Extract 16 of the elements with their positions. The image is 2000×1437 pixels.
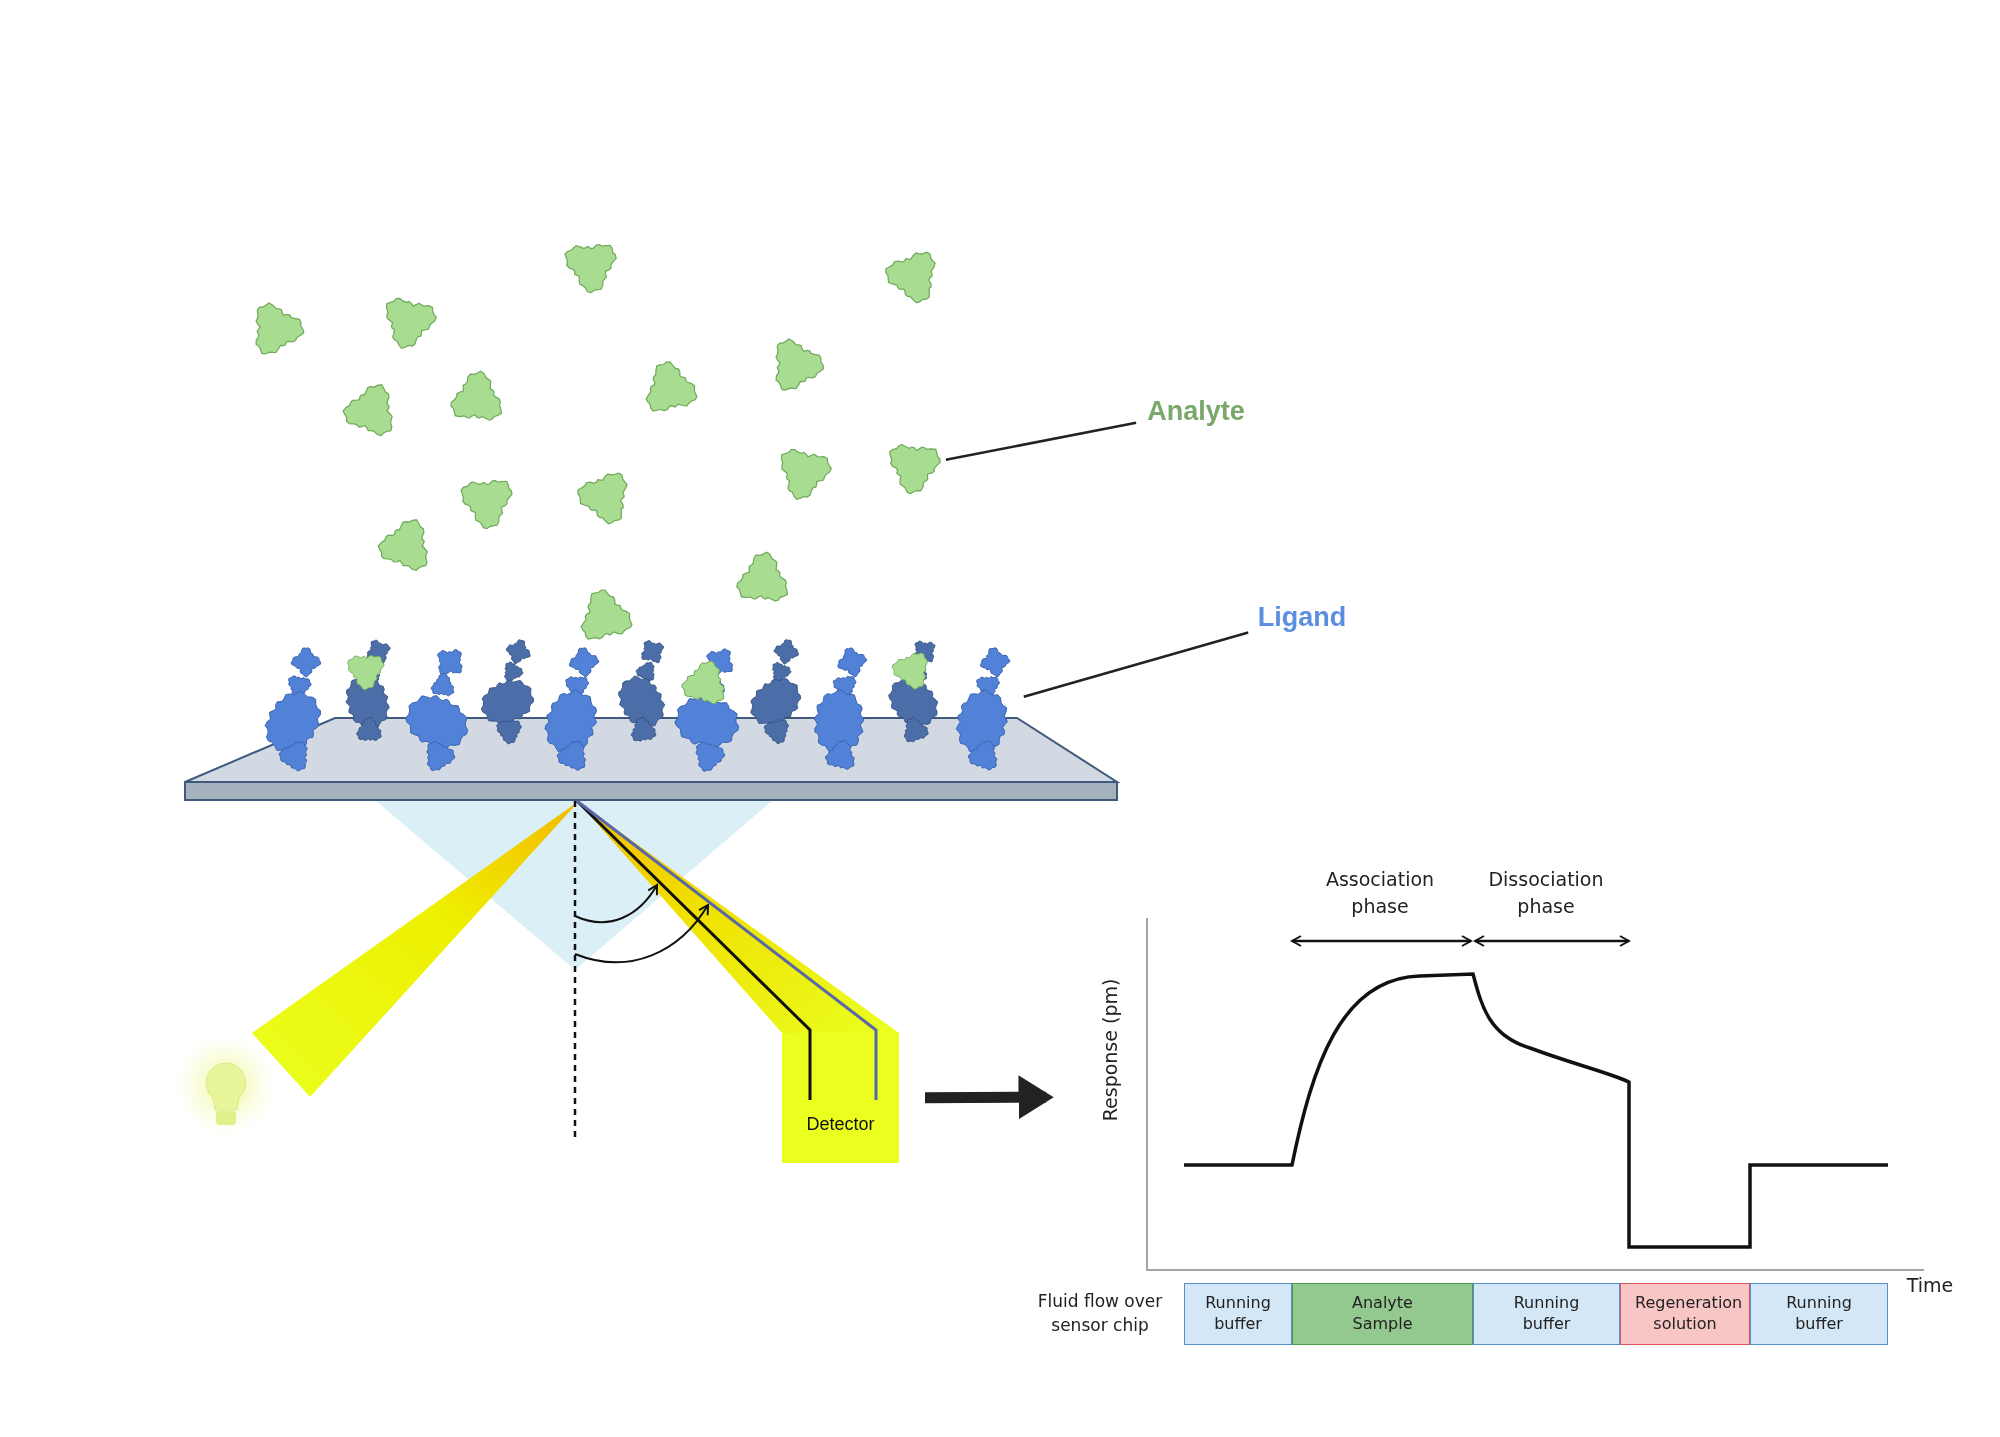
fluid-phase-band: Regeneration solution [1620,1283,1750,1345]
callout-label: Ligand [1252,598,1352,636]
arrow [925,1075,1054,1120]
detector-box: Detector [782,1033,899,1163]
axis-title: Time [1905,1273,1955,1298]
fluid-phase-band: Analyte Sample [1292,1283,1473,1345]
phase-label: Association phase [1324,867,1436,919]
fluid-phase-band: Running buffer [1473,1283,1620,1345]
phase-label: Dissociation phase [1487,867,1605,919]
axis-title: Response (pm) [1097,981,1122,1122]
leader-line [1023,631,1249,698]
fluid-phase-band: Running buffer [1750,1283,1888,1345]
fluid-flow-label: Fluid flow over sensor chip [1036,1290,1164,1337]
leader-line [945,421,1137,462]
callout-label: Analyte [1140,392,1252,430]
fluid-phase-band: Running buffer [1184,1283,1292,1345]
